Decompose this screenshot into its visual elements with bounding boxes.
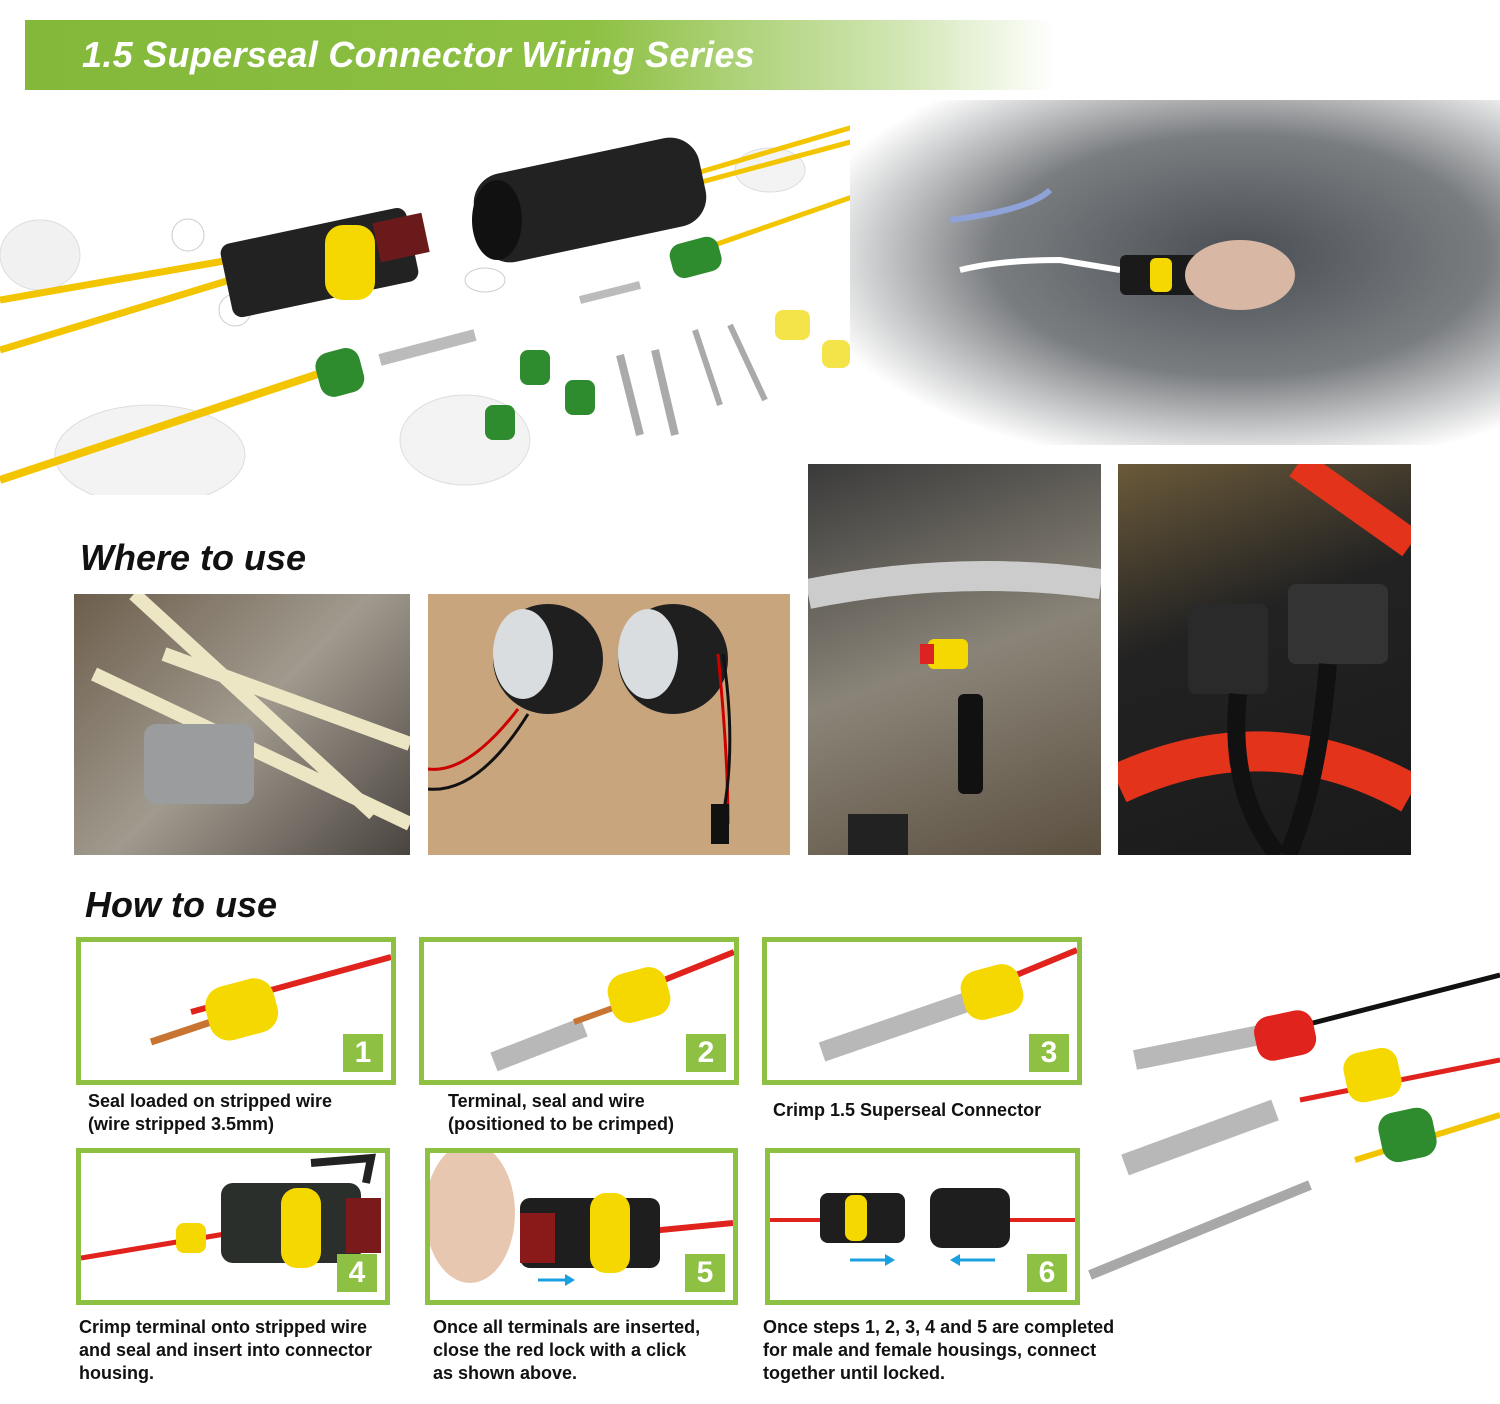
step-2-panel: 2 xyxy=(419,937,739,1085)
step-1-panel: 1 xyxy=(76,937,396,1085)
step-number-badge: 3 xyxy=(1029,1034,1069,1072)
step-2-caption: Terminal, seal and wire (positioned to b… xyxy=(448,1091,675,1134)
step-3-panel: 3 xyxy=(762,937,1082,1085)
terminals-and-seals-image xyxy=(1085,965,1500,1285)
where-to-use-heading: Where to use xyxy=(80,537,307,578)
how-to-use-heading: How to use xyxy=(85,884,278,925)
step-3-caption: Crimp 1.5 Superseal Connector xyxy=(773,1100,1042,1120)
fog-lights-photo xyxy=(428,594,790,855)
step-number-badge: 2 xyxy=(686,1034,726,1072)
step-number-badge: 4 xyxy=(337,1254,377,1292)
step-number-badge: 6 xyxy=(1027,1254,1067,1292)
step-number-badge: 5 xyxy=(685,1254,725,1292)
motorcycle-connector-photo xyxy=(808,464,1101,855)
step-4-caption: Crimp terminal onto stripped wire and se… xyxy=(79,1317,373,1383)
hand-connector-photo xyxy=(850,100,1500,445)
step-6-panel: 6 xyxy=(765,1148,1080,1305)
motorcycle-frame-photo xyxy=(74,594,410,855)
step-5-caption: Once all terminals are inserted, close t… xyxy=(433,1317,701,1383)
hero-product-image xyxy=(0,95,850,495)
step-5-panel: 5 xyxy=(425,1148,738,1305)
engine-connector-photo xyxy=(1118,464,1411,855)
step-6-caption: Once steps 1, 2, 3, 4 and 5 are complete… xyxy=(763,1317,1115,1383)
step-4-panel: 4 xyxy=(76,1148,390,1305)
page-title: 1.5 Superseal Connector Wiring Series xyxy=(82,34,755,75)
title-banner: 1.5 Superseal Connector Wiring Series xyxy=(25,20,1055,90)
step-number-badge: 1 xyxy=(343,1034,383,1072)
step-1-caption: Seal loaded on stripped wire (wire strip… xyxy=(88,1091,333,1134)
